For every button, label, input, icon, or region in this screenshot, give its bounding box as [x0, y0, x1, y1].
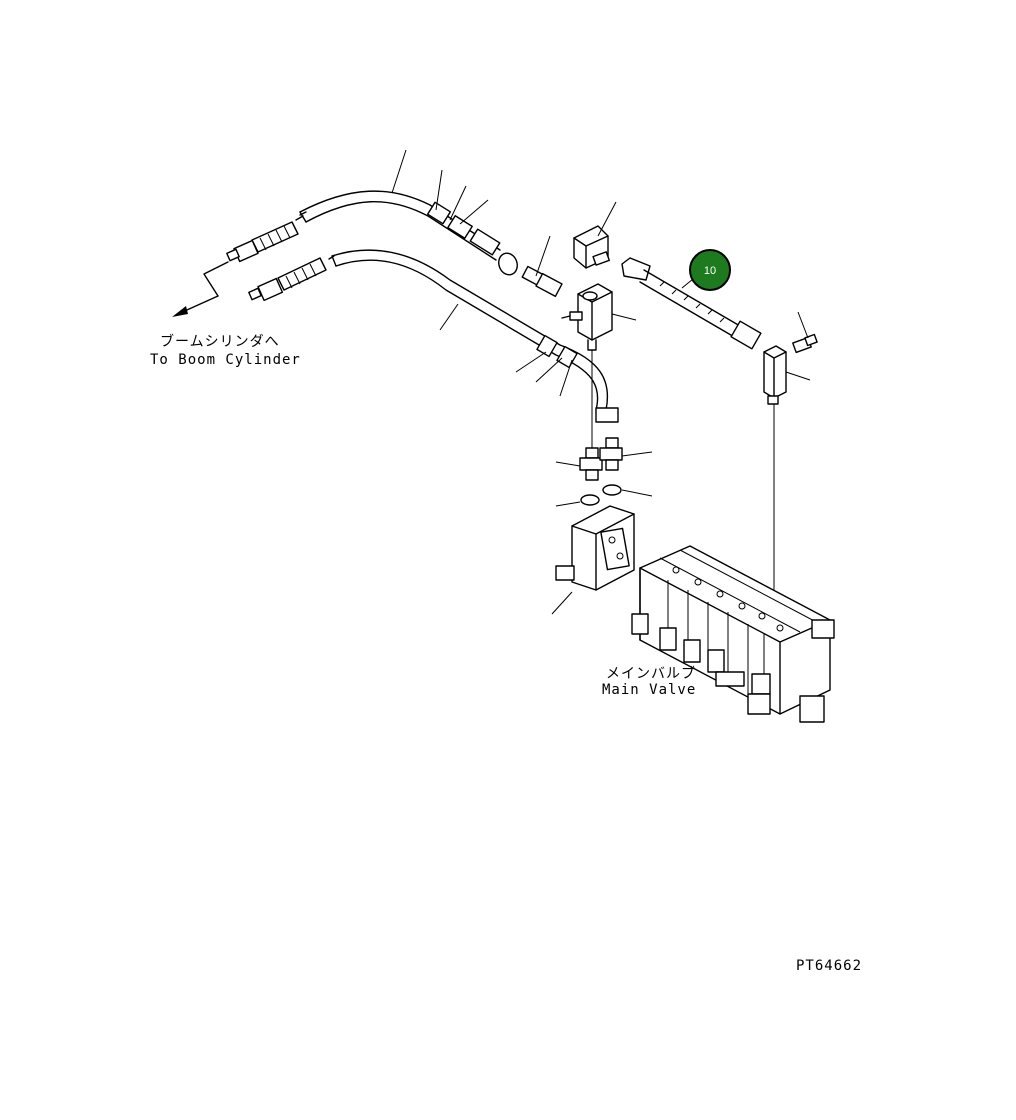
elbow-fitting	[573, 225, 610, 269]
tee-block	[561, 283, 613, 448]
lower-hose-fitting	[248, 257, 327, 302]
upper-hose-fitting	[226, 221, 299, 263]
nipple-left	[579, 447, 603, 481]
adapter-fitting	[521, 265, 563, 298]
nipple-right	[599, 437, 623, 471]
manifold-block	[555, 505, 635, 591]
o-ring-left	[580, 494, 600, 506]
o-ring-right	[602, 484, 622, 496]
plug-fitting	[792, 333, 818, 354]
callout-badge-10[interactable]: 10	[689, 249, 731, 291]
valve-label-en: Main Valve	[602, 682, 696, 698]
upper-boom-hose	[295, 190, 518, 276]
boom-label-en: To Boom Cylinder	[150, 352, 301, 368]
boom-label-jp: ブームシリンダへ	[160, 333, 280, 350]
callout-number: 10	[704, 265, 716, 277]
lower-boom-hose	[328, 249, 619, 423]
valve-label-jp: メインバルブ	[606, 665, 696, 682]
boom-direction-arrow	[172, 261, 229, 317]
straight-hose	[621, 257, 762, 350]
drawing-number: PT64662	[796, 958, 862, 974]
main-valve-assembly	[631, 545, 835, 723]
